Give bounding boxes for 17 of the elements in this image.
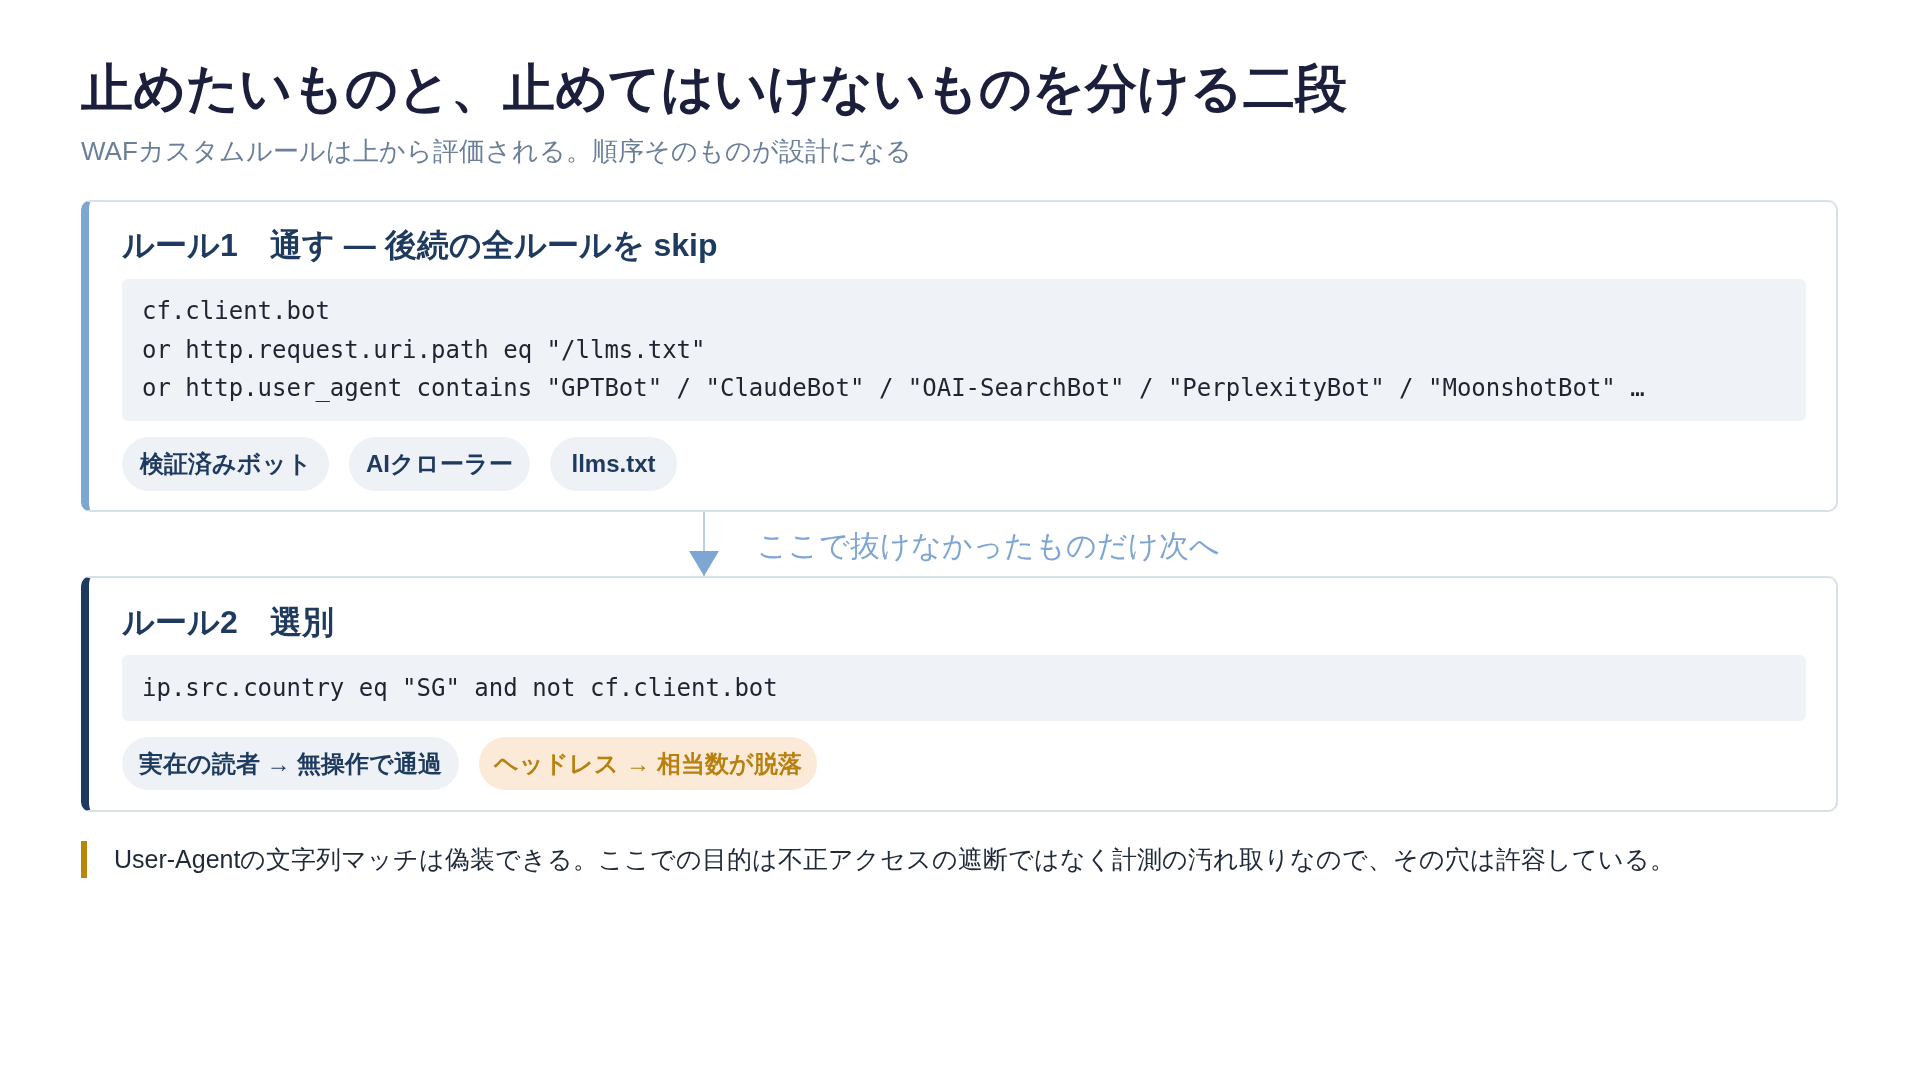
tag-chip: 検証済みボット xyxy=(122,437,329,491)
tag-chip: llms.txt xyxy=(550,437,677,491)
note-text: User-Agentの文字列マッチは偽装できる。ここでの目的は不正アクセスの遮断ではなく計測の汚れ取りなので、その穴は許容している。 xyxy=(81,841,1676,878)
card-heading: ルール1 通す — 後続の全ルールを skip xyxy=(122,226,718,264)
code-line: ip.src.country eq "SG" and not cf.client.bot xyxy=(142,673,778,704)
tag-chip: 実在の読者 → 無操作で通過 xyxy=(122,737,459,790)
subtitle: WAFカスタムルールは上から評価される。順序そのものが設計になる xyxy=(81,135,912,168)
rule-card xyxy=(81,576,1838,812)
arrow xyxy=(689,511,719,577)
tag-chip: AIクローラー xyxy=(349,437,530,491)
card-heading: ルール2 選別 xyxy=(122,603,334,641)
rule-card xyxy=(81,200,1838,512)
code-line: or http.request.uri.path eq "/llms.txt" xyxy=(142,334,706,366)
tag-chip: ヘッドレス → 相当数が脱落 xyxy=(479,737,817,790)
code-line: or http.user_agent contains "GPTBot" / "ClaudeBot" / "OAI-SearchBot" / "PerplexityBot" / "MoonshotBot" … xyxy=(142,373,1645,404)
code-line: cf.client.bot xyxy=(142,296,330,327)
title: 止めたいものと、止めてはいけないものを分ける二段 xyxy=(81,58,1347,118)
